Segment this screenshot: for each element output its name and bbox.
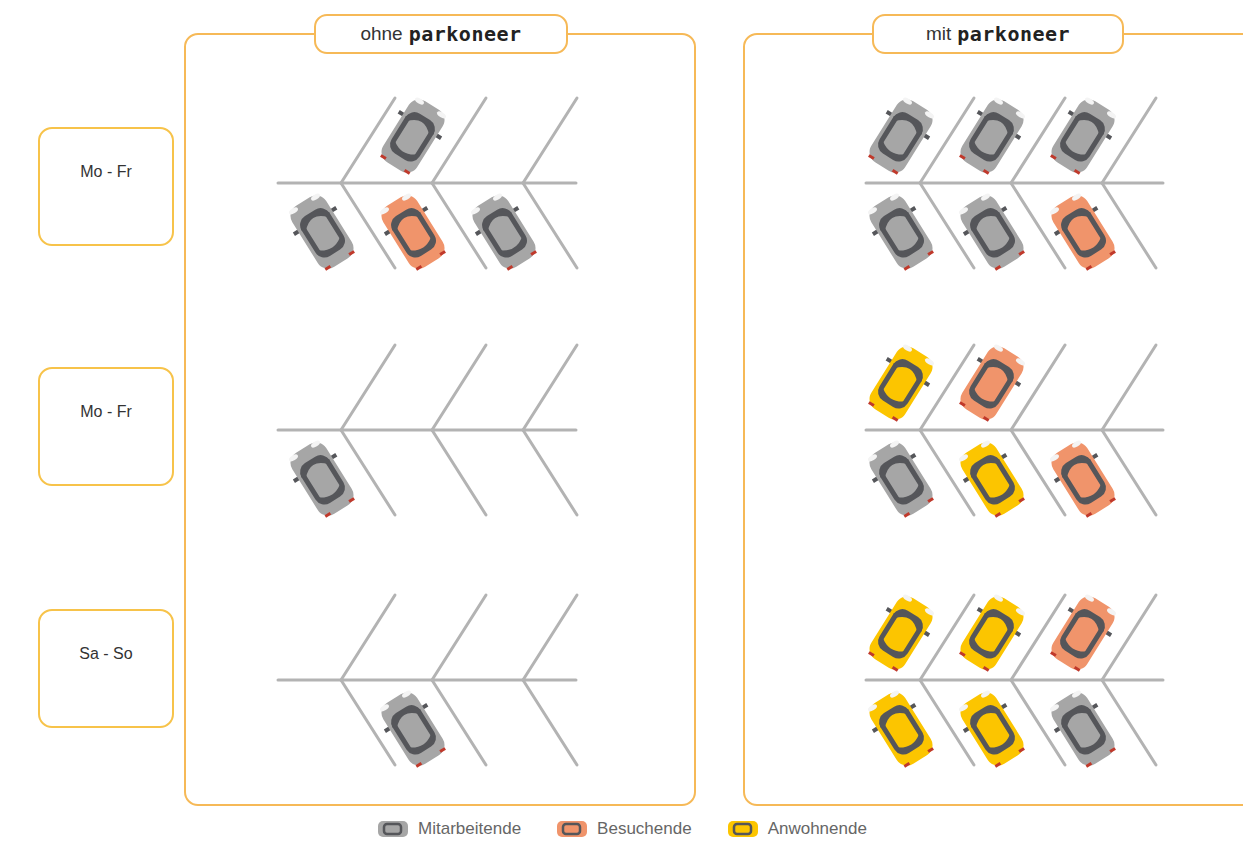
car xyxy=(952,685,1033,773)
header-text: mit xyxy=(926,23,951,45)
legend-text: Besuchende xyxy=(597,819,692,839)
car xyxy=(952,435,1033,523)
parking-line xyxy=(278,679,576,682)
panel-header: ohne parkoneer xyxy=(314,14,568,54)
car xyxy=(861,188,942,276)
time-box: Mo - Fr xyxy=(38,367,174,486)
legend-text: Anwohnende xyxy=(768,819,867,839)
legend-item: Mitarbeitende xyxy=(376,818,521,840)
legend-item: Anwohnende xyxy=(726,818,867,840)
car xyxy=(861,589,942,677)
car xyxy=(1043,435,1124,523)
parking-line xyxy=(432,345,486,430)
parking-line xyxy=(866,182,1163,185)
time-label: Mo - Fr xyxy=(40,403,172,421)
parking-line xyxy=(341,595,395,680)
time-box: Sa - So xyxy=(38,609,174,728)
parking-line xyxy=(432,595,486,680)
parking-line xyxy=(523,345,577,430)
car xyxy=(861,92,942,180)
header-text: ohne xyxy=(360,23,402,45)
car xyxy=(1043,92,1124,180)
legend-item: Besuchende xyxy=(555,818,692,840)
parking-line xyxy=(523,680,577,765)
car xyxy=(373,188,454,276)
parking-line xyxy=(866,429,1163,432)
legend-cabin xyxy=(563,824,580,834)
parking-line xyxy=(523,98,577,183)
parking-line xyxy=(341,345,395,430)
panel-header: mit parkoneer xyxy=(872,14,1124,54)
car xyxy=(464,188,545,276)
car xyxy=(282,188,363,276)
car xyxy=(861,435,942,523)
time-box: Mo - Fr xyxy=(38,127,174,246)
car xyxy=(861,685,942,773)
time-label: Mo - Fr xyxy=(40,163,172,181)
car xyxy=(952,188,1033,276)
parking-line xyxy=(278,429,576,432)
legend: Mitarbeitende Besuchende Anwohnende xyxy=(0,818,1243,840)
legend-swatch xyxy=(557,821,587,837)
car xyxy=(952,589,1033,677)
car xyxy=(952,339,1033,427)
brand-name: parkoneer xyxy=(409,22,522,46)
legend-cabin xyxy=(384,824,401,834)
legend-text: Mitarbeitende xyxy=(418,819,521,839)
parking-line xyxy=(278,182,576,185)
scenario-panel: mitparkoneer xyxy=(743,33,1243,806)
parking-lines xyxy=(278,98,1163,765)
car xyxy=(1043,188,1124,276)
legend-cabin xyxy=(734,824,751,834)
car xyxy=(373,92,454,180)
car xyxy=(373,685,454,773)
parking-line xyxy=(866,679,1163,682)
scenario-panel: ohneparkoneer xyxy=(184,33,696,806)
legend-car xyxy=(555,818,589,840)
time-label: Sa - So xyxy=(40,645,172,663)
brand-name: parkoneer xyxy=(957,22,1070,46)
car xyxy=(861,339,942,427)
car xyxy=(1043,685,1124,773)
car xyxy=(282,435,363,523)
car xyxy=(1043,589,1124,677)
legend-swatch xyxy=(378,821,408,837)
parking-line xyxy=(1102,345,1156,430)
legend-swatch xyxy=(728,821,758,837)
parking-line xyxy=(523,430,577,515)
car xyxy=(952,92,1033,180)
legend-car xyxy=(726,818,760,840)
legend-car xyxy=(376,818,410,840)
cars xyxy=(282,92,1124,773)
parking-line xyxy=(432,430,486,515)
parking-line xyxy=(523,595,577,680)
